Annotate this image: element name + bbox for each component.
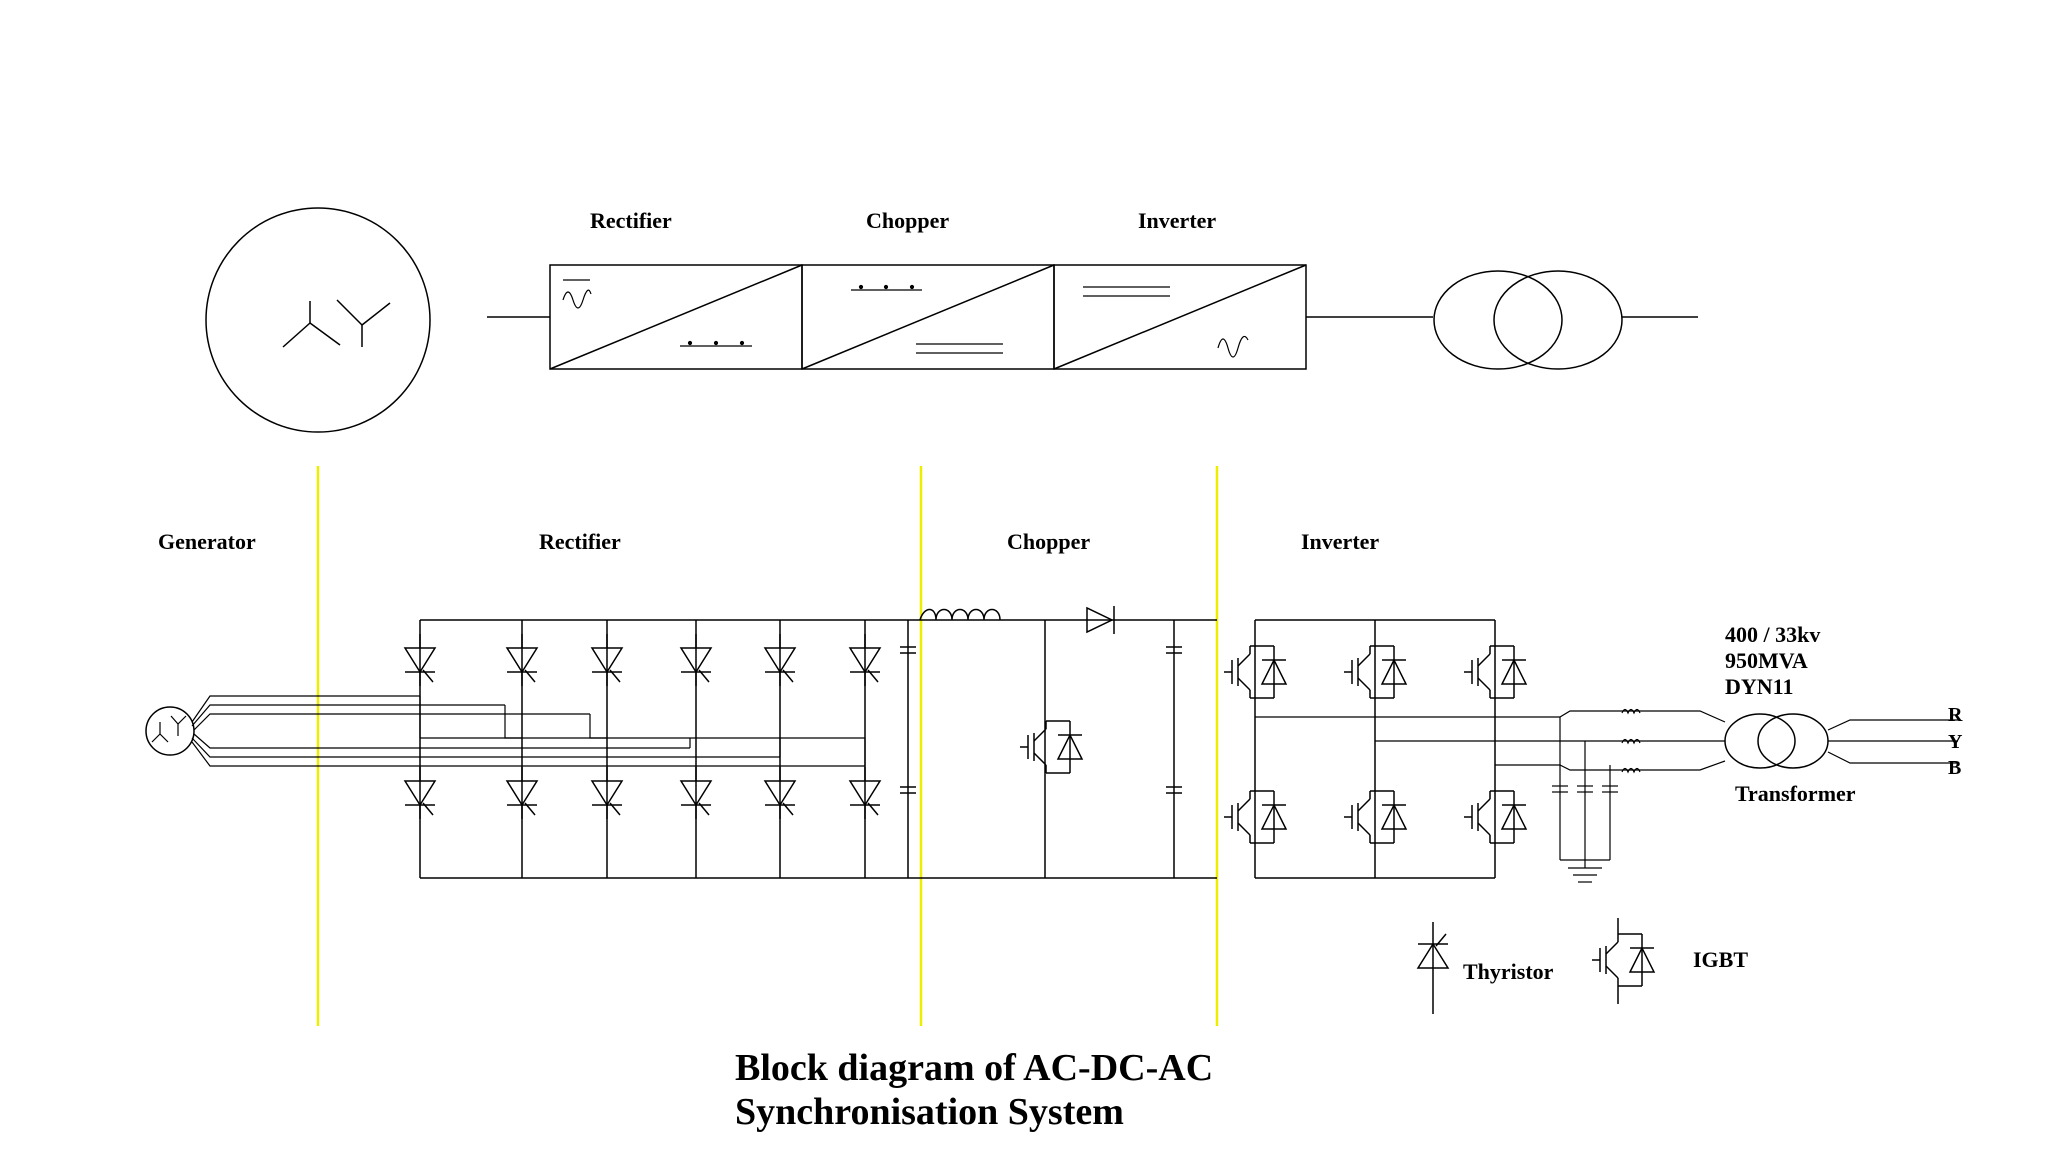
ac-to-dc-icon	[562, 279, 752, 347]
phase-label-b: B	[1948, 757, 1961, 779]
generator-symbol-icon	[145, 706, 195, 756]
dc-link-capacitor	[899, 620, 917, 878]
diode-icon	[1086, 606, 1115, 634]
block-label-inverter: Inverter	[1138, 208, 1216, 233]
generator-phase-lines	[191, 695, 866, 767]
caption-line-2: Synchronisation System	[735, 1091, 1124, 1133]
rectifier-bridge	[404, 620, 881, 878]
phase-label-y: Y	[1948, 731, 1963, 753]
block-chopper: Chopper	[801, 208, 1055, 370]
output-transformer-icon	[1724, 713, 1829, 769]
legend-thyristor-label: Thyristor	[1463, 959, 1554, 984]
transformer-spec-vector-group: DYN11	[1725, 674, 1793, 699]
block-label-chopper: Chopper	[866, 208, 949, 233]
transformer-label: Transformer	[1735, 781, 1856, 806]
transformer-spec-mva: 950MVA	[1725, 648, 1808, 673]
phase-label-r: R	[1948, 704, 1963, 726]
inverter-bridge	[1223, 619, 1726, 883]
legend: Thyristor IGBT	[1416, 918, 1748, 1014]
transformer-spec-rating: 400 / 33kv	[1725, 622, 1820, 647]
chopper-circuit	[919, 606, 1183, 878]
igbt-icon	[1019, 720, 1083, 774]
dc-to-dc-icon	[851, 284, 1003, 354]
section-label-chopper: Chopper	[1007, 529, 1090, 554]
block-inverter: Inverter	[1053, 208, 1307, 370]
caption: Block diagram of AC-DC-AC Synchronisatio…	[735, 1047, 1213, 1133]
generator-circle	[205, 207, 431, 433]
block-label-rectifier: Rectifier	[590, 208, 672, 233]
legend-igbt-icon	[1591, 918, 1655, 1004]
dc-to-ac-icon	[1083, 286, 1249, 358]
filter-capacitors	[1552, 717, 1618, 861]
section-label-inverter: Inverter	[1301, 529, 1379, 554]
legend-thyristor-icon	[1416, 922, 1450, 1014]
top-block-diagram: Rectifier Chopper I	[205, 207, 1698, 433]
section-label-rectifier: Rectifier	[539, 529, 621, 554]
section-label-generator: Generator	[158, 529, 256, 554]
legend-igbt-label: IGBT	[1693, 947, 1748, 972]
transformer-icon	[1433, 270, 1623, 370]
star-symbol-icon	[282, 299, 391, 348]
circuit-diagram: Generator Rectifier Chopper Inverter	[145, 466, 1963, 1026]
caption-line-1: Block diagram of AC-DC-AC	[735, 1047, 1213, 1089]
inductor-icon	[919, 608, 1001, 621]
block-rectifier: Rectifier	[549, 208, 803, 370]
ground-icon	[1568, 860, 1602, 883]
output-filter-inductors	[1621, 708, 1641, 774]
